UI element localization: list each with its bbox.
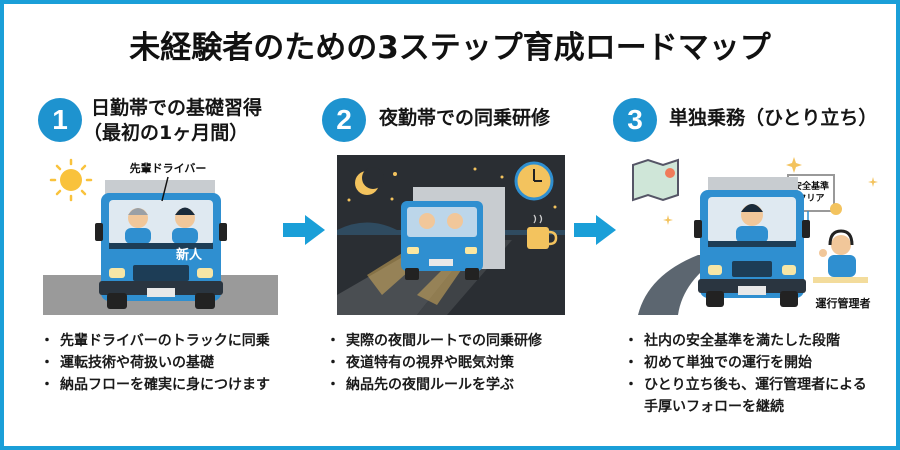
- step-number-badge: 1: [38, 98, 82, 142]
- newcomer-label: 新人: [176, 247, 203, 263]
- solo-truck-illustration: 安全基準 クリア 運行管理者: [632, 157, 878, 315]
- bullet-item: 初めて単独での運行を開始: [624, 352, 878, 374]
- step-bullet-list: 社内の安全基準を満たした段階 初めて単独での運行を開始 ひとり立ち後も、運行管理…: [624, 330, 878, 418]
- bullet-item: 納品フローを確実に身につけます: [40, 374, 270, 396]
- step-bullet-list: 先輩ドライバーのトラックに同乗 運転技術や荷扱いの基礎 納品フローを確実に身につ…: [40, 330, 270, 396]
- sun-icon: [49, 158, 93, 202]
- bullet-item: ひとり立ち後も、運行管理者による手厚いフォローを継続: [624, 374, 878, 418]
- step-title-line1: 単独乗務（ひとり立ち）: [669, 107, 878, 129]
- step-title: 単独乗務（ひとり立ち）: [669, 106, 877, 131]
- bullet-item: 先輩ドライバーのトラックに同乗: [40, 330, 270, 352]
- senior-driver-label: 先輩ドライバー: [130, 161, 207, 175]
- certificate-label-line2: クリア: [797, 193, 824, 204]
- bullet-item: 実際の夜間ルートでの同乗研修: [326, 330, 542, 352]
- night-truck-illustration: [337, 155, 565, 315]
- coffee-icon: [527, 214, 558, 249]
- daytime-truck-illustration: 先輩ドライバー 新人: [43, 158, 278, 315]
- step-number-badge: 3: [613, 98, 657, 142]
- map-icon: [632, 158, 679, 202]
- certificate-label-line1: 安全基準: [793, 180, 829, 192]
- star-icon: [347, 167, 557, 209]
- page-title: 未経験者のための3ステップ育成ロードマップ: [129, 30, 771, 66]
- step-title: 日勤帯での基礎習得 （最初の1ヶ月間）: [83, 96, 263, 146]
- step-title: 夜勤帯での同乗研修: [379, 106, 550, 131]
- bullet-item: 運転技術や荷扱いの基礎: [40, 352, 270, 374]
- truck-icon: [401, 187, 505, 280]
- moon-icon: [355, 167, 384, 195]
- truck-icon: [95, 180, 227, 309]
- step-title-line1: 夜勤帯での同乗研修: [379, 107, 551, 129]
- bullet-item: 社内の安全基準を満たした段階: [624, 330, 878, 352]
- clock-icon: [514, 161, 554, 201]
- step-bullet-list: 実際の夜間ルートでの同乗研修 夜道特有の視界や眠気対策 納品先の夜間ルールを学ぶ: [326, 330, 542, 396]
- manager-label: 運行管理者: [816, 296, 871, 310]
- step-title-line1: 日勤帯での基礎習得: [91, 97, 263, 119]
- arrow-right-icon: [574, 215, 616, 245]
- bullet-item: 夜道特有の視界や眠気対策: [326, 352, 542, 374]
- step-title-line2: （最初の1ヶ月間）: [83, 122, 249, 144]
- truck-icon: [694, 177, 810, 307]
- sparkle-icon: [663, 157, 878, 225]
- operator-headset-icon: [813, 229, 868, 283]
- arrow-right-icon: [283, 215, 325, 245]
- step-number-badge: 2: [322, 98, 366, 142]
- bullet-item: 納品先の夜間ルールを学ぶ: [326, 374, 542, 396]
